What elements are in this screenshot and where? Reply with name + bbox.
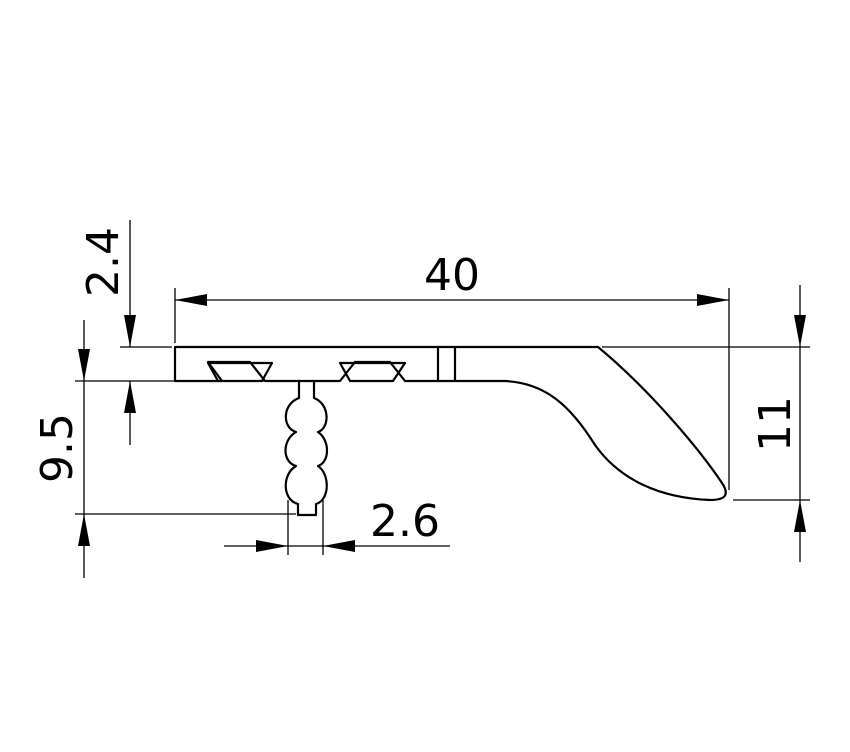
stem-rib (284, 379, 329, 517)
dimension-nose-height: 11 (602, 285, 810, 562)
groove-right (338, 361, 407, 383)
dimension-stem-width: 2.6 (224, 496, 450, 555)
dimension-stem-height: 9.5 (32, 320, 296, 578)
width-label: 40 (424, 250, 480, 301)
stem-width-label: 2.6 (370, 496, 440, 547)
profile-outline (173, 345, 727, 502)
lip-thickness-label: 2.4 (78, 227, 129, 297)
groove-left (206, 361, 274, 383)
nose-height-label: 11 (750, 396, 801, 452)
stem-height-label: 9.5 (32, 413, 83, 483)
profile-body (173, 345, 727, 517)
dimension-width: 40 (174, 250, 730, 490)
dimension-lip-thickness: 2.4 (75, 220, 300, 445)
